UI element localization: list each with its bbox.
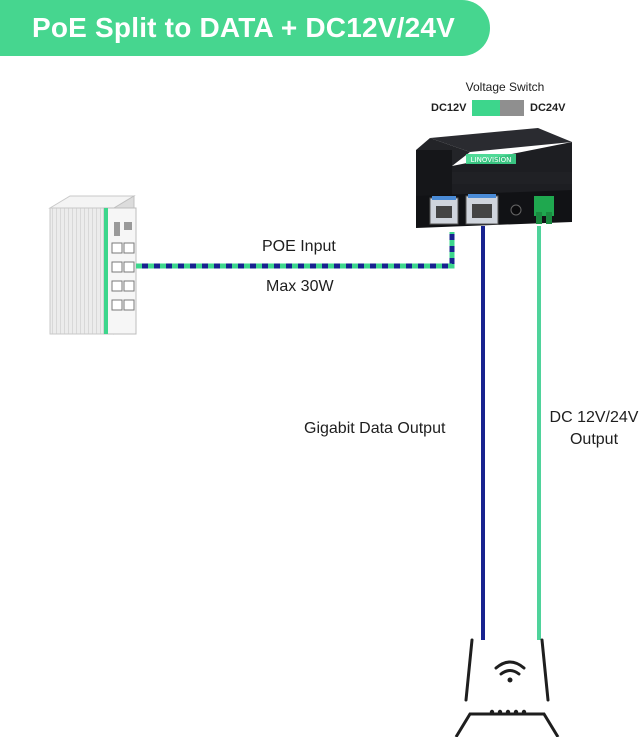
- dc-output-label-line1: DC 12V/24V: [549, 409, 639, 426]
- poe-input-label: POE Input: [262, 238, 336, 255]
- device-brand: LINOVISION: [471, 156, 512, 164]
- page-title: PoE Split to DATA + DC12V/24V: [32, 12, 456, 43]
- poe-splitter-icon: LINOVISION: [416, 128, 572, 228]
- voltage-switch-title: Voltage Switch: [465, 80, 545, 94]
- data-output-label: Gigabit Data Output: [304, 420, 446, 437]
- title-banner: PoE Split to DATA + DC12V/24V: [0, 0, 490, 56]
- dc-output-label-line2: Output: [569, 431, 619, 448]
- poe-switch-icon: [48, 195, 137, 335]
- voltage-switch-24v-segment: [500, 100, 524, 116]
- wifi-router-icon: [454, 638, 560, 737]
- voltage-switch-12v-segment: [472, 100, 500, 116]
- wifi-icon: [494, 660, 526, 683]
- voltage-switch-left-label: DC12V: [431, 102, 467, 114]
- poe-input-cable: [136, 232, 455, 269]
- voltage-switch-right-label: DC24V: [530, 102, 566, 114]
- poe-max-power-label: Max 30W: [266, 278, 334, 295]
